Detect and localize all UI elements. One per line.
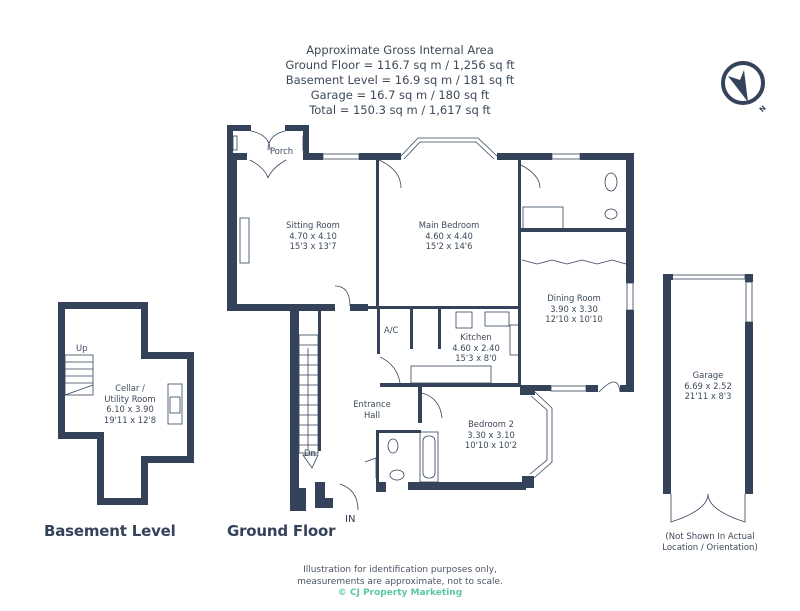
- room-kitchen: Kitchen 4.60 x 2.40 15'3 x 8'0: [452, 332, 500, 364]
- area-total: Total = 150.3 sq m / 1,617 sq ft: [309, 103, 491, 117]
- room-imperial: 21'11 x 8'3: [684, 391, 732, 401]
- entrance-in-label: IN: [345, 514, 356, 525]
- room-imperial: 10'10 x 10'2: [464, 440, 518, 450]
- room-label-ac: A/C: [384, 325, 399, 335]
- room-name: Main Bedroom: [418, 220, 480, 230]
- room-name-line2: Hall: [363, 409, 381, 420]
- room-imperial: 15'3 x 8'0: [455, 353, 497, 363]
- garage-note-line2: Location / Orientation): [662, 543, 758, 553]
- room-metric: 3.30 x 3.10: [467, 429, 515, 440]
- area-garage: Garage = 16.7 sq m / 180 sq ft: [310, 88, 490, 102]
- room-name-line1: Entrance: [353, 399, 391, 409]
- room-main-bedroom: Main Bedroom 4.60 x 4.40 15'2 x 14'6: [419, 220, 480, 252]
- area-summary: Approximate Gross Internal Area Ground F…: [250, 43, 550, 118]
- area-ground-floor: Ground Floor = 116.7 sq m / 1,256 sq ft: [285, 58, 515, 72]
- room-metric: 6.10 x 3.90: [106, 404, 154, 414]
- room-name: Garage: [692, 370, 724, 380]
- garage-note-line1: (Not Shown In Actual: [665, 532, 755, 542]
- stairs-down-label: Dn: [304, 448, 316, 458]
- room-metric: 4.70 x 4.10: [289, 230, 337, 241]
- disclaimer-line2: measurements are approximate, not to sca…: [297, 576, 503, 587]
- stairs-up-label: Up: [76, 343, 88, 353]
- room-metric: 4.60 x 2.40: [452, 342, 500, 353]
- room-metric: 4.60 x 4.40: [425, 230, 473, 241]
- room-name: Sitting Room: [286, 220, 340, 230]
- room-cellar-utility: Cellar / Utility Room 6.10 x 3.90 19'11 …: [104, 383, 156, 425]
- room-metric: 6.69 x 2.52: [684, 380, 732, 391]
- room-metric: 3.90 x 3.30: [550, 303, 598, 314]
- disclaimer: Illustration for identification purposes…: [250, 565, 550, 600]
- area-basement: Basement Level = 16.9 sq m / 181 sq ft: [285, 73, 515, 87]
- room-imperial: 15'3 x 13'7: [289, 241, 337, 251]
- basement-level-title: Basement Level: [44, 522, 176, 540]
- room-label-porch: Porch: [270, 146, 294, 156]
- room-entrance-hall: Entrance Hall: [353, 399, 391, 420]
- room-bedroom-2: Bedroom 2 3.30 x 3.10 10'10 x 10'2: [465, 419, 517, 451]
- room-sitting-room: Sitting Room 4.70 x 4.10 15'3 x 13'7: [286, 220, 340, 252]
- room-dining-room: Dining Room 3.90 x 3.30 12'10 x 10'10: [545, 293, 603, 325]
- room-name-line1: Cellar /: [115, 383, 145, 393]
- room-name: Bedroom 2: [468, 419, 514, 429]
- room-name: Kitchen: [460, 332, 492, 342]
- disclaimer-line1: Illustration for identification purposes…: [303, 565, 497, 575]
- area-heading: Approximate Gross Internal Area: [306, 43, 494, 57]
- room-name: Dining Room: [547, 293, 601, 303]
- room-garage: Garage 6.69 x 2.52 21'11 x 8'3: [684, 370, 732, 402]
- room-imperial: 12'10 x 10'10: [545, 314, 603, 324]
- room-name-line2: Utility Room: [104, 393, 156, 404]
- garage-note: (Not Shown In Actual Location / Orientat…: [650, 532, 770, 554]
- room-imperial: 19'11 x 12'8: [103, 414, 157, 425]
- ground-floor-title: Ground Floor: [227, 522, 336, 540]
- brand-credit: © CJ Property Marketing: [337, 588, 463, 598]
- room-imperial: 15'2 x 14'6: [425, 241, 473, 251]
